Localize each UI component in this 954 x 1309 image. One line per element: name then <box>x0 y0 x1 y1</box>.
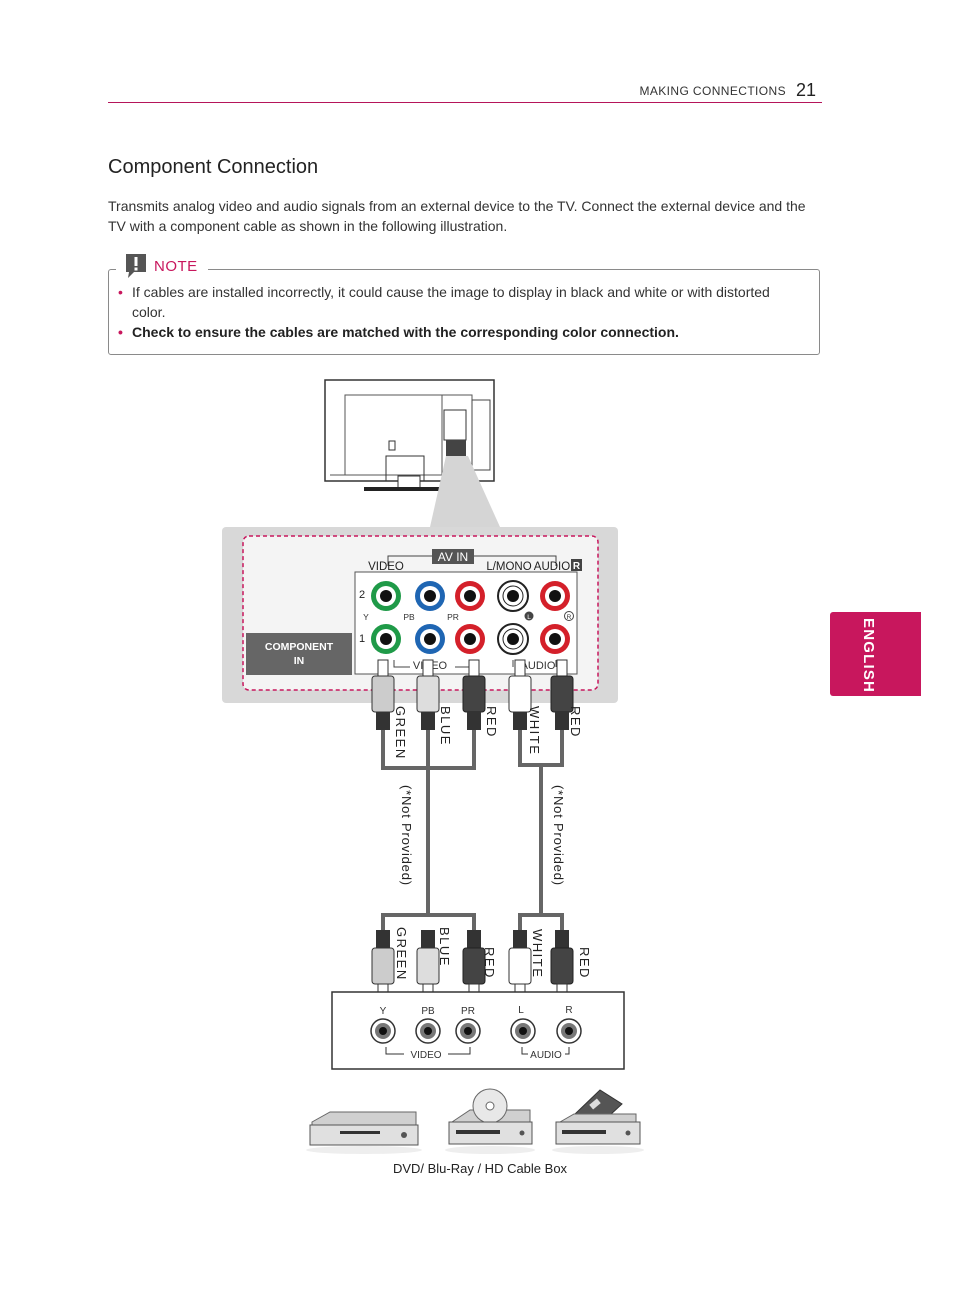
note-box <box>108 269 820 355</box>
pr-label: PR <box>447 612 459 622</box>
component-label: COMPONENT <box>265 641 334 653</box>
jack-red-1 <box>455 624 485 654</box>
y-label: Y <box>363 612 369 622</box>
section-label: MAKING CONNECTIONS <box>639 84 786 98</box>
cable-label-white-bottom: WHITE <box>530 929 545 978</box>
warning-icon <box>126 254 146 278</box>
plug-green-top <box>371 659 395 730</box>
note-label: NOTE <box>154 257 198 275</box>
device-r-label: R <box>565 1005 572 1016</box>
device-pb-label: PB <box>421 1006 435 1017</box>
row-1-label: 1 <box>359 633 365 645</box>
cable-label-white-top: WHITE <box>527 706 542 755</box>
device-jack-y <box>370 1018 396 1044</box>
top-plugs <box>371 659 574 730</box>
intro-text: Transmits analog video and audio signals… <box>108 198 806 234</box>
tv-input-panel: COMPONENT IN AV IN VIDEO L/MONO AUDIO R … <box>222 527 618 703</box>
plug-red-audio-bottom <box>550 930 574 999</box>
bottom-audio-label: AUDIO <box>521 660 556 672</box>
cable-label-green-top: GREEN <box>393 706 408 760</box>
plug-red-bottom <box>462 930 486 999</box>
header-rule <box>108 102 822 103</box>
lmono-label: L/MONO <box>486 561 531 573</box>
jack-green-1 <box>371 624 401 654</box>
cable-label-red-top: RED <box>484 706 499 738</box>
r-badge: R <box>573 561 581 572</box>
cable-label-red-bottom: RED <box>482 947 497 979</box>
plug-blue-bottom <box>416 930 440 999</box>
cable-box-illustration <box>552 1089 644 1154</box>
jack-red-audio-2 <box>540 581 570 611</box>
not-provided-video: (*Not Provided) <box>399 785 414 886</box>
device-output-panel: Y PB PR L R VIDEO AUDIO <box>331 991 625 1070</box>
blu-ray-player-illustration <box>445 1088 535 1154</box>
language-tab: ENGLISH <box>830 612 921 696</box>
device-jack-r <box>556 1018 582 1044</box>
row-2-label: 2 <box>359 589 365 601</box>
note-item: If cables are installed incorrectly, it … <box>116 282 806 322</box>
language-tab-label: ENGLISH <box>860 618 877 694</box>
device-audio-label: AUDIO <box>530 1050 562 1061</box>
jack-blue-2 <box>415 581 445 611</box>
device-jack-pb <box>415 1018 441 1044</box>
jack-green-2 <box>371 581 401 611</box>
device-l-label: L <box>518 1005 524 1016</box>
cable-label-red-audio-bottom: RED <box>577 947 592 979</box>
plug-red-top <box>462 659 486 730</box>
jack-blue-1 <box>415 624 445 654</box>
dvd-player-illustration <box>306 1111 422 1154</box>
jack-white-1 <box>497 623 529 655</box>
r-mark: R <box>567 614 572 621</box>
pb-label: PB <box>403 612 415 622</box>
panel-jacks <box>371 580 570 655</box>
jack-red-audio-1 <box>540 624 570 654</box>
cable-label-blue-top: BLUE <box>438 706 453 746</box>
device-jack-pr <box>455 1018 481 1044</box>
plug-blue-top <box>416 659 440 730</box>
note-item: Check to ensure the cables are matched w… <box>116 322 806 342</box>
note-heading: NOTE <box>116 251 208 281</box>
component-in-label: IN <box>294 655 305 667</box>
not-provided-audio: (*Not Provided) <box>551 785 566 886</box>
device-y-label: Y <box>380 1006 387 1017</box>
page-title: Component Connection <box>108 156 319 178</box>
plug-red-audio-top <box>550 659 574 730</box>
l-mark: L <box>527 614 531 621</box>
note-list: If cables are installed incorrectly, it … <box>116 282 806 342</box>
tv-back-illustration <box>324 379 500 527</box>
plug-white-bottom <box>508 930 532 999</box>
device-video-label: VIDEO <box>410 1050 441 1061</box>
page-number: 21 <box>796 80 817 100</box>
cable-label-red-audio-top: RED <box>568 706 583 738</box>
device-jack-l <box>510 1018 536 1044</box>
bottom-plugs <box>371 930 574 999</box>
device-pr-label: PR <box>461 1006 475 1017</box>
video-label: VIDEO <box>368 561 404 573</box>
plug-white-top <box>508 659 532 730</box>
plug-green-bottom <box>371 930 395 999</box>
cable-label-green-bottom: GREEN <box>394 927 409 981</box>
cable-label-blue-bottom: BLUE <box>437 927 452 967</box>
jack-red-2 <box>455 581 485 611</box>
audio-label: AUDIO <box>534 561 570 573</box>
devices-caption: DVD/ Blu-Ray / HD Cable Box <box>392 1161 568 1176</box>
av-in-label: AV IN <box>438 550 468 564</box>
jack-white-2 <box>497 580 529 612</box>
